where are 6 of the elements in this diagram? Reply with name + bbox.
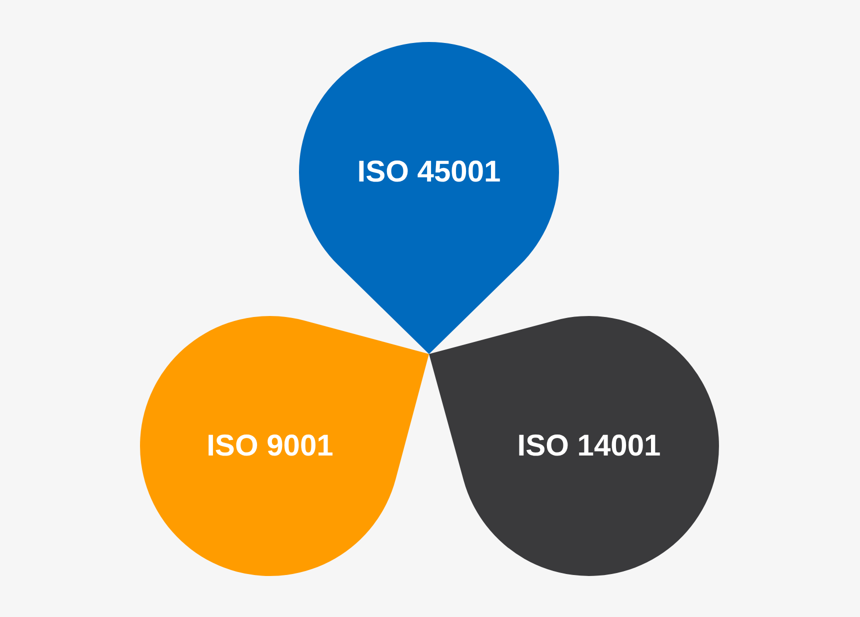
node-label: ISO 9001 [206, 430, 334, 462]
teardrop-shape [140, 316, 429, 576]
teardrop-shape [429, 316, 719, 576]
teardrop-shape [299, 42, 559, 354]
node-label: ISO 14001 [517, 429, 661, 462]
node-label: ISO 45001 [357, 156, 501, 188]
